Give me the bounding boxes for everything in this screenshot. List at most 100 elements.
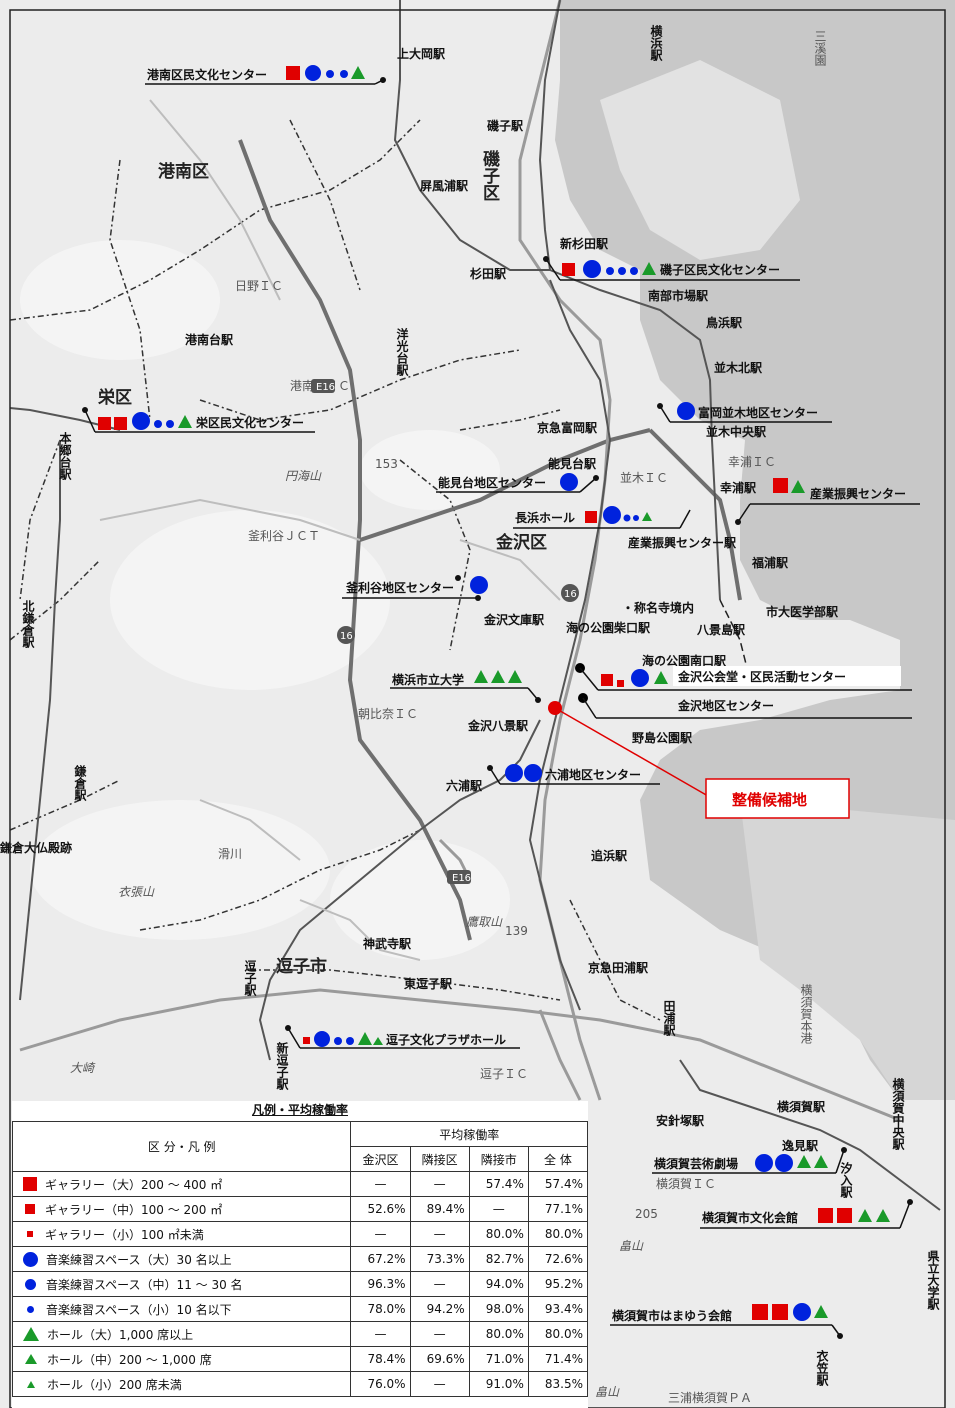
legend-row-value: — bbox=[409, 1371, 470, 1397]
station-jimmuji: 神武寺駅 bbox=[363, 936, 412, 951]
legend-row-category: 音楽練習スペース（大）30 名以上 bbox=[11, 1246, 352, 1272]
legend-row-value: 80.0% bbox=[527, 1221, 589, 1247]
facility-kamariya: 釜利谷地区センター bbox=[342, 576, 488, 599]
triangle-medium-symbol-icon bbox=[25, 1354, 37, 1364]
legend-row-category: ホール（中）200 ～ 1,000 席 bbox=[11, 1346, 352, 1372]
music-large-marker bbox=[793, 1303, 811, 1321]
station-shioiri: 汐入駅 bbox=[839, 1161, 853, 1199]
hall-medium-marker bbox=[351, 66, 365, 79]
legend-row-value: 77.1% bbox=[527, 1196, 589, 1222]
route-e16-shield-b bbox=[447, 870, 471, 884]
hall-medium-marker bbox=[814, 1155, 828, 1168]
legend-header-category: 区 分・凡 例 bbox=[11, 1121, 352, 1172]
route-e16-a: E16 bbox=[316, 382, 335, 393]
music-large-marker bbox=[524, 764, 542, 782]
legend-row: ホール（大）1,000 席以上——80.0%80.0% bbox=[11, 1321, 589, 1347]
legend-row-category: 音楽練習スペース（小）10 名以下 bbox=[11, 1296, 352, 1322]
music-large-marker bbox=[505, 764, 523, 782]
legend-row-label: ホール（中）200 ～ 1,000 席 bbox=[47, 1352, 212, 1367]
station-sangyo-shinko: 産業振興センター駅 bbox=[628, 535, 737, 550]
station-kanazawa-bunko: 金沢文庫駅 bbox=[483, 612, 545, 627]
station-taura: 田浦駅 bbox=[662, 1000, 676, 1037]
station-yokosuka: 横須賀駅 bbox=[777, 1099, 826, 1114]
facility-sakae: 栄区民文化センター bbox=[84, 409, 315, 433]
place-ozaki: 大崎 bbox=[70, 1061, 96, 1075]
legend-row-value: 80.0% bbox=[527, 1321, 589, 1347]
place-daibutsu: 鎌倉大仏殿跡 bbox=[0, 840, 72, 855]
place-namiki-ic: 並木ＩＣ bbox=[620, 471, 668, 485]
hall-medium-marker bbox=[876, 1209, 890, 1222]
facility-nokendai: 能見台地区センター bbox=[436, 473, 597, 493]
district-boundaries bbox=[9, 119, 661, 1021]
facility-zushi: 逗子文化プラザホール bbox=[287, 1027, 520, 1049]
map-border bbox=[9, 9, 946, 1408]
station-fukuura: 福浦駅 bbox=[751, 555, 789, 570]
legend-row-value: 94.2% bbox=[409, 1296, 470, 1322]
legend-row: ギャラリー（小）100 ㎡未満——80.0%80.0% bbox=[11, 1221, 589, 1247]
legend-row-label: ホール（大）1,000 席以上 bbox=[47, 1327, 194, 1342]
place-sachiura-ic: 幸浦ＩＣ bbox=[728, 455, 776, 469]
place-yokosuka-pa: 三浦横須賀ＰＡ bbox=[668, 1391, 752, 1405]
music-large-marker bbox=[314, 1031, 330, 1047]
hall-medium-marker bbox=[178, 415, 192, 428]
rail-lines bbox=[9, 0, 941, 1211]
music-large-marker bbox=[603, 506, 621, 524]
legend-row-value: — bbox=[409, 1321, 470, 1347]
legend-subheader-row: 金沢区 隣接区 隣接市 全 体 bbox=[13, 1146, 589, 1172]
station-uminokoen-minamiguchi: 海の公園南口駅 bbox=[642, 653, 727, 668]
legend-row-value: — bbox=[409, 1171, 470, 1197]
legend-row-value: 69.6% bbox=[409, 1346, 470, 1372]
route-16-b: 16 bbox=[340, 631, 353, 642]
station-shidai-igakubu: 市大医学部駅 bbox=[766, 604, 839, 619]
music-small-marker bbox=[334, 1037, 342, 1045]
place-namerikawa: 滑川 bbox=[218, 847, 242, 861]
gallery-small-marker bbox=[617, 680, 624, 687]
station-mutsuura: 六浦駅 bbox=[446, 778, 483, 793]
hall-medium-marker bbox=[474, 670, 488, 683]
gallery-medium-marker bbox=[114, 417, 127, 430]
legend-row-value: 95.2% bbox=[527, 1271, 589, 1297]
music-small-marker bbox=[606, 267, 614, 275]
area-isogo-vertical: 磯子区 bbox=[479, 149, 500, 201]
station-hemi: 逸見駅 bbox=[782, 1138, 819, 1153]
legend-rows: ギャラリー（大）200 ～ 400 ㎡——57.4%57.4%ギャラリー（中）1… bbox=[11, 1171, 589, 1397]
music-large-marker bbox=[560, 473, 578, 491]
station-nanbu-shijo: 南部市場駅 bbox=[648, 288, 709, 303]
legend-row-value: 72.6% bbox=[527, 1246, 589, 1272]
reclaimed-land bbox=[600, 60, 800, 260]
triangle-large-symbol-icon bbox=[23, 1327, 39, 1341]
music-small-marker bbox=[346, 1037, 354, 1045]
area-isogo: 磯子区 bbox=[479, 149, 500, 201]
station-konandai: 港南台駅 bbox=[185, 332, 234, 347]
place-enkaizan: 円海山 bbox=[285, 469, 322, 483]
facility-mutsuura-label: 六浦地区センター bbox=[545, 767, 641, 782]
hall-medium-marker bbox=[797, 1155, 811, 1168]
triangle-small-symbol-icon bbox=[27, 1380, 35, 1388]
hall-medium-marker bbox=[358, 1032, 372, 1045]
circle-medium-symbol-icon bbox=[25, 1278, 36, 1290]
legend-row-category: ギャラリー（大）200 ～ 400 ㎡ bbox=[11, 1171, 352, 1197]
legend-col-zentai: 全 体 bbox=[527, 1146, 589, 1172]
legend-row-value: 82.7% bbox=[468, 1246, 529, 1272]
legend-table: 区 分・凡 例 平均稼働率 金沢区 隣接区 隣接市 全 体 ギャラリー（大）20… bbox=[11, 1121, 589, 1397]
candidate-leader-line bbox=[554, 707, 709, 797]
station-uminokoen-shibaguchi: 海の公園柴口駅 bbox=[566, 620, 651, 635]
station-yokohama-top: 横浜駅 bbox=[649, 24, 663, 62]
music-small-marker bbox=[633, 515, 639, 521]
yokosuka-port bbox=[740, 800, 955, 1100]
gallery-small-marker bbox=[303, 1037, 310, 1044]
music-large-marker bbox=[677, 402, 695, 420]
station-oppama: 追浜駅 bbox=[591, 848, 628, 863]
legend-row-value: 71.0% bbox=[468, 1346, 529, 1372]
legend-row-value: — bbox=[468, 1196, 529, 1222]
route-e16-shield-a bbox=[311, 379, 335, 393]
candidate-site: 整備候補地 bbox=[548, 701, 850, 819]
hall-medium-marker bbox=[814, 1305, 828, 1318]
hall-medium-marker bbox=[791, 480, 805, 493]
station-hakkeijima: 八景島駅 bbox=[696, 622, 746, 637]
station-sachiura: 幸浦駅 bbox=[720, 480, 757, 495]
square-medium-symbol-icon bbox=[25, 1204, 35, 1214]
music-small-marker bbox=[623, 514, 631, 522]
